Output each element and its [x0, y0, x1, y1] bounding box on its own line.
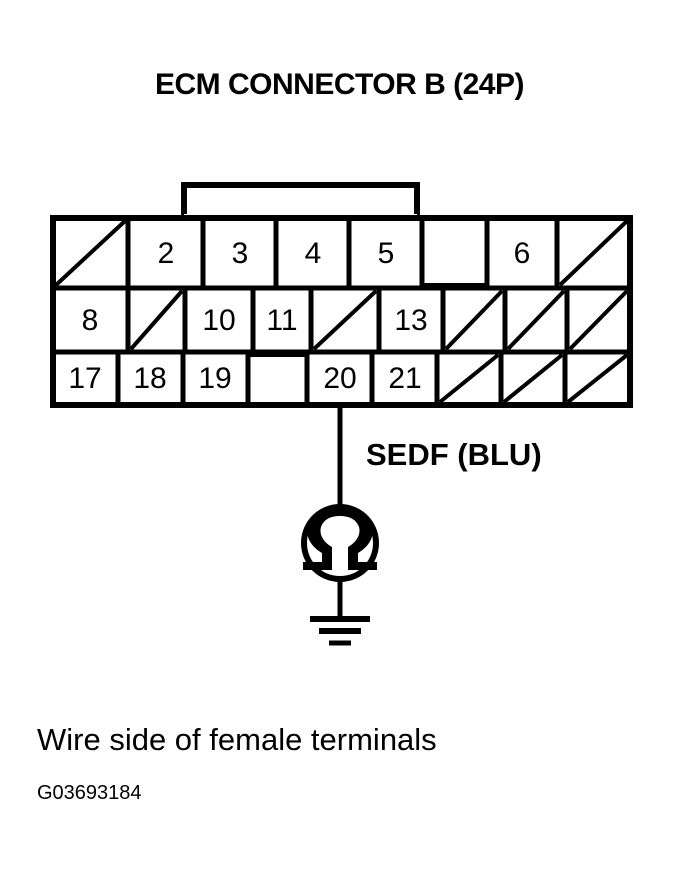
- connector-cell-5: 5: [346, 215, 425, 291]
- connector-cell-3-label: 3: [232, 237, 249, 270]
- connector-cell-5-label: 5: [378, 237, 395, 270]
- connector-cell-10: 10: [182, 285, 256, 355]
- connector-cell-10-label: 10: [202, 304, 235, 337]
- wire-label: SEDF (BLU): [366, 437, 542, 472]
- connector-cell-9: [125, 285, 188, 355]
- connector-cell-8: 8: [50, 285, 131, 355]
- connector-cell-17-label: 17: [68, 362, 101, 395]
- ground-symbol: [310, 579, 370, 646]
- connector-cell-7: [554, 215, 633, 291]
- connector-cell-6: 6: [484, 215, 560, 291]
- connector-cell-11: 11: [250, 285, 314, 355]
- connector-cell-22: [434, 349, 504, 408]
- connector-outline: [50, 215, 633, 408]
- omega-icon: [303, 508, 377, 570]
- connector-cell-2-label: 2: [158, 237, 175, 270]
- connector-cell-6-label: 6: [514, 237, 531, 270]
- connector-row-1: 2 3 4 5 6: [50, 215, 633, 291]
- connector-cell-20: 20: [304, 349, 375, 408]
- connector-cell-4-label: 4: [305, 237, 322, 270]
- page-title: ECM CONNECTOR B (24P): [155, 68, 524, 101]
- connector-cell-18-label: 18: [133, 362, 166, 395]
- connector-cell-16: [564, 285, 633, 355]
- connector-cell-17: 17: [50, 349, 121, 408]
- connector-cell-12: [308, 285, 382, 355]
- connector-cell-13-label: 13: [394, 304, 427, 337]
- connector-cell-13: 13: [376, 285, 446, 355]
- connector-cell-1: [50, 215, 131, 291]
- connector-cell-20-label: 20: [323, 362, 356, 395]
- connector-cell-18: 18: [115, 349, 186, 408]
- figure-id: G03693184: [37, 782, 142, 804]
- connector-cell-4: 4: [273, 215, 352, 291]
- connector-cell-2: 2: [125, 215, 206, 291]
- connector-cell-23: [498, 349, 568, 408]
- connector-row-2: 8 10 11: [50, 285, 633, 355]
- ohmmeter-symbol: [301, 504, 379, 582]
- connector-cell-19: 19: [180, 349, 251, 408]
- connector-cell-11-label: 11: [266, 304, 297, 337]
- connector-cell-8-label: 8: [82, 304, 99, 337]
- figure-caption: Wire side of female terminals: [37, 722, 437, 757]
- connector-row-3: 17 18 19 20 21: [50, 349, 633, 408]
- connector-cell-14: [440, 285, 508, 355]
- connector-cell-21: 21: [369, 349, 440, 408]
- connector-cell-15: [502, 285, 570, 355]
- connector-cell-21-label: 21: [388, 362, 421, 395]
- connector-cell-24: [562, 349, 633, 408]
- connector-cell-3: 3: [200, 215, 279, 291]
- connector-cell-19-label: 19: [198, 362, 231, 395]
